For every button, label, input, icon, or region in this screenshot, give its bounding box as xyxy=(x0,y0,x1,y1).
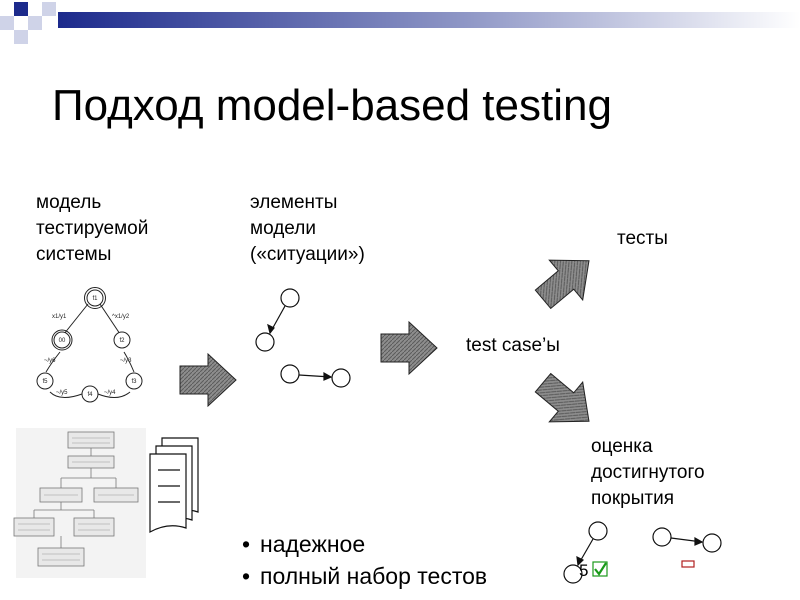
requirements-tree-lines xyxy=(18,437,134,561)
elements-label-line: модели xyxy=(250,218,316,239)
elements-label: элементы модели («ситуации») xyxy=(250,190,365,268)
elements-label-line: элементы xyxy=(250,192,338,213)
fsm-state-f5 xyxy=(36,372,54,390)
model-label-line: модель xyxy=(36,192,102,213)
fsm-state-label: f5 xyxy=(42,379,48,385)
arrow-right-icon xyxy=(179,352,237,408)
fsm-labels: f1 00 f2 f5 f4 f3 x1/y1 ^x1/y2 ~/y6 ~/y3… xyxy=(42,296,137,398)
coverage-value: 5 xyxy=(579,561,589,580)
requirements-tree-image xyxy=(13,428,146,578)
fsm-transition-label: ~/y4 xyxy=(104,390,116,396)
fsm-state-f3 xyxy=(125,372,143,390)
bullet-text: полный набор тестов xyxy=(260,563,488,589)
uncovered-marker-icon xyxy=(681,560,695,568)
documents-icon xyxy=(149,437,199,534)
model-label-line: системы xyxy=(36,244,112,265)
corner-squares xyxy=(0,2,56,44)
fsm-transition-label: ~/y6 xyxy=(44,358,56,364)
bullet-item: •надежное xyxy=(242,531,366,557)
fsm-state-f2 xyxy=(113,331,131,349)
tests-label: тесты xyxy=(617,228,668,249)
bullet-text: надежное xyxy=(260,531,366,557)
fsm-transition-label: ~/y5 xyxy=(56,390,68,396)
fsm-transition-label: x1/y1 xyxy=(52,314,67,320)
coverage-label-line: оценка xyxy=(591,436,653,457)
fsm-state-label: 00 xyxy=(59,338,66,344)
fsm-state-label: f3 xyxy=(131,379,137,385)
arrow-right-icon xyxy=(380,320,438,376)
model-label: модель тестируемой системы xyxy=(36,190,148,268)
bullet-list: •надежное •полный набор тестов xyxy=(242,528,487,592)
fsm-graph xyxy=(36,287,143,403)
check-icon xyxy=(592,561,608,577)
coverage-label: оценка достигнутого покрытия xyxy=(591,434,705,512)
testcase-label: test case’ы xyxy=(466,335,560,356)
fsm-state-f4 xyxy=(81,385,99,403)
fsm-state-00 xyxy=(53,331,71,349)
bullet-item: •полный набор тестов xyxy=(242,563,488,589)
elements-label-line: («ситуации») xyxy=(250,244,365,265)
coverage-graph xyxy=(563,521,722,584)
arrow-up-right-icon xyxy=(534,259,590,310)
fsm-state-label: f2 xyxy=(119,338,125,344)
title-banner xyxy=(58,12,800,28)
fsm-transition-label: ^x1/y2 xyxy=(112,314,130,320)
fsm-state-label: f1 xyxy=(92,296,98,302)
coverage-label-line: достигнутого xyxy=(591,462,705,483)
model-label-line: тестируемой xyxy=(36,218,149,239)
fsm-state-label: f4 xyxy=(87,392,93,398)
fsm-transition-label: ~/y3 xyxy=(120,358,132,364)
slide-title: Подход model-based testing xyxy=(52,81,612,130)
arrow-down-right-icon xyxy=(534,372,590,423)
situation-graph xyxy=(255,288,351,388)
fsm-state-f1 xyxy=(86,289,104,307)
coverage-label-line: покрытия xyxy=(591,488,674,509)
